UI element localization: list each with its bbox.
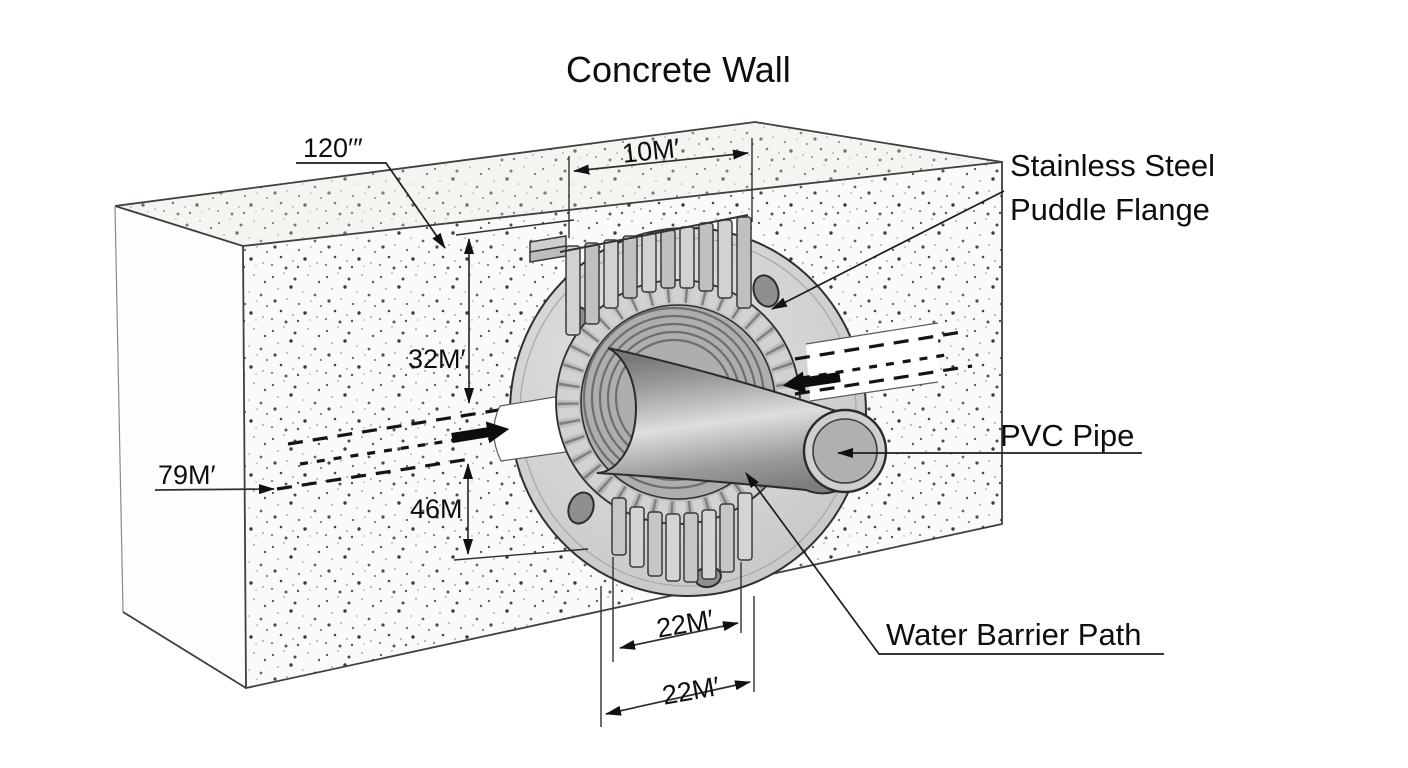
fin: [584, 242, 600, 325]
fin: [629, 506, 645, 568]
hole-edge: [809, 381, 939, 402]
dimension-32M: 32M′: [408, 219, 575, 404]
bolt-hole: [567, 491, 595, 525]
arrow-shape: [782, 371, 841, 394]
dim-text: 22M′: [654, 604, 716, 644]
hole-edge: [805, 322, 939, 345]
sleeve-fins-bottom: [611, 492, 753, 583]
dimension-line: [573, 149, 749, 175]
label-text: Stainless Steel: [1010, 148, 1215, 183]
label-text: PVC Pipe: [1000, 418, 1134, 453]
dimension-46M: 46M: [410, 463, 589, 561]
label-pvc-pipe: PVC Pipe: [837, 418, 1142, 458]
label-water-barrier-path: Water Barrier Path: [745, 472, 1164, 655]
label-puddle-flange: Stainless Steel Puddle Flange: [771, 148, 1215, 310]
fin: [565, 245, 581, 336]
centerline: [794, 364, 973, 396]
leader-line: [154, 484, 275, 495]
pipe-end-bore: [812, 418, 878, 484]
dim-text: 10M′: [621, 133, 681, 169]
centerline: [801, 352, 953, 380]
fin: [719, 503, 735, 573]
dim-text: 32M′: [408, 344, 466, 374]
label-text: Water Barrier Path: [886, 617, 1142, 652]
centerline: [794, 329, 969, 361]
wall-top-far-edge: [114, 121, 1003, 207]
wall-hole-left: [493, 395, 567, 462]
fin: [665, 513, 681, 582]
fin: [622, 235, 638, 299]
arrow-shape: [451, 421, 510, 444]
dimension-10M: 10M′: [568, 133, 753, 238]
wall-top-face-texture: [115, 122, 1002, 246]
fin: [737, 492, 753, 561]
pipe-centerlines-right: [794, 329, 973, 396]
centerline: [276, 457, 471, 491]
centerline: [299, 428, 521, 466]
fin: [611, 497, 627, 556]
leader-line: [771, 190, 1005, 310]
fin: [736, 216, 752, 309]
wall-front-outline: [242, 160, 1003, 690]
dimension-line: [605, 680, 751, 716]
dimension-79M: 79M′: [154, 460, 275, 495]
fin: [660, 229, 676, 289]
dimension-22M-outer: 22M′: [600, 586, 755, 727]
wall-back-edge: [114, 205, 124, 613]
label-text: Puddle Flange: [1010, 192, 1210, 227]
leader-line: [296, 162, 446, 249]
fin: [683, 512, 699, 583]
fin: [698, 222, 714, 292]
pipe-body: [596, 347, 866, 495]
fin: [679, 226, 695, 289]
extension-line: [453, 548, 589, 561]
wall-left-bottom-edge: [122, 611, 247, 689]
flow-arrow-left-icon: [782, 371, 841, 394]
fin: [701, 509, 717, 580]
fin: [717, 219, 733, 299]
flow-arrow-right-icon: [451, 421, 510, 444]
dimension-line: [619, 621, 739, 650]
fin: [641, 232, 657, 293]
dim-text: 79M′: [158, 460, 216, 490]
dim-text: 46M: [410, 494, 463, 524]
extension-line: [455, 219, 575, 236]
diagram-title: Concrete Wall: [566, 49, 791, 90]
fin: [603, 239, 619, 309]
fin-cap-edge: [559, 214, 749, 253]
sleeve-fins-top: [529, 214, 752, 336]
leader-line: [745, 472, 1164, 655]
dimension-120: 120′″: [296, 133, 446, 249]
fin: [647, 511, 663, 577]
dim-text: 120′″: [303, 133, 363, 163]
dim-text: 22M′: [660, 671, 722, 711]
wall-side-face: [115, 206, 246, 688]
wall-left-top-edge: [114, 205, 244, 247]
